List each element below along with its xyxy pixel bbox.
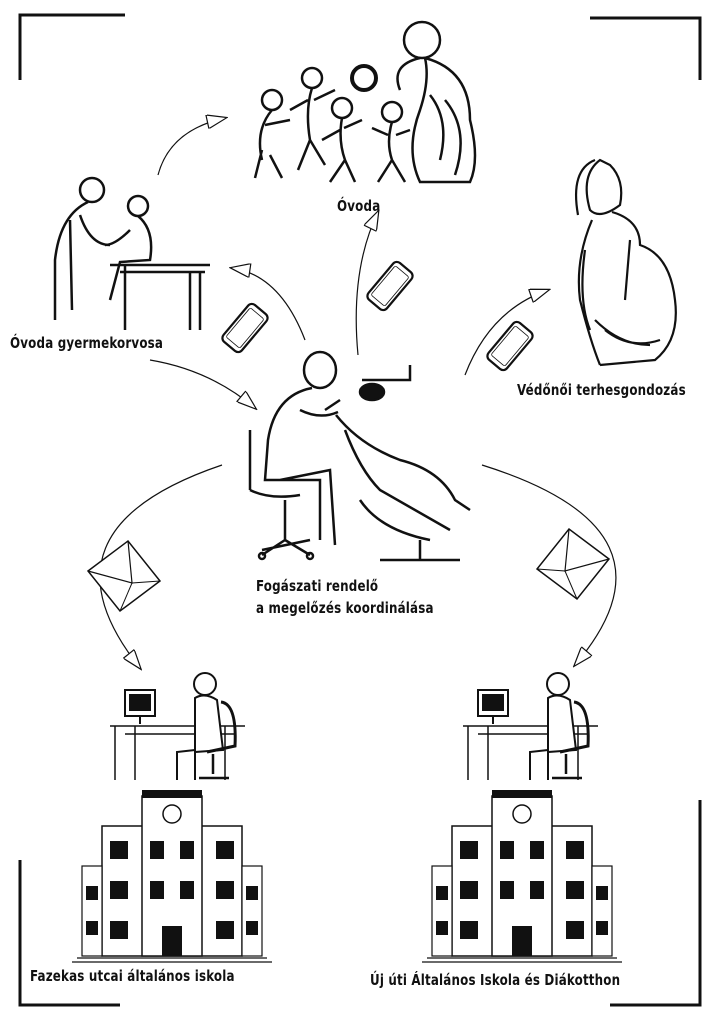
node-label-fogaszat-line1: Fogászati rendelő [256,577,379,595]
corner-brackets [18,13,702,1007]
phone-icon [219,300,271,356]
node-label-fazekas: Fazekas utcai általános iskola [30,967,235,985]
envelope-icon [87,540,161,612]
envelope-icon [536,528,610,600]
school-building-icon [71,789,273,963]
node-label-ujuti: Új úti Általános Iskola és Diákotthon [370,971,621,989]
node-label-fogaszat: Fogászati rendelő a megelőzés koordinálá… [256,575,434,619]
node-label-vedono: Védőnői terhesgondozás [517,381,686,399]
dentist-icon [248,350,471,562]
office-worker-icon [108,671,247,782]
kindergarten-children-icon [253,20,477,184]
pregnant-woman-icon [574,158,677,367]
node-label-ovoda: Óvoda [337,197,381,215]
office-worker-icon [461,671,600,782]
node-label-gyermekorvos: Óvoda gyermekorvosa [10,334,164,352]
connection-arrows [99,118,617,668]
node-label-fogaszat-line2: a megelőzés koordinálása [256,599,434,617]
school-building-icon [421,789,623,963]
phone-icon [364,258,416,314]
pediatrician-icon [53,176,210,330]
